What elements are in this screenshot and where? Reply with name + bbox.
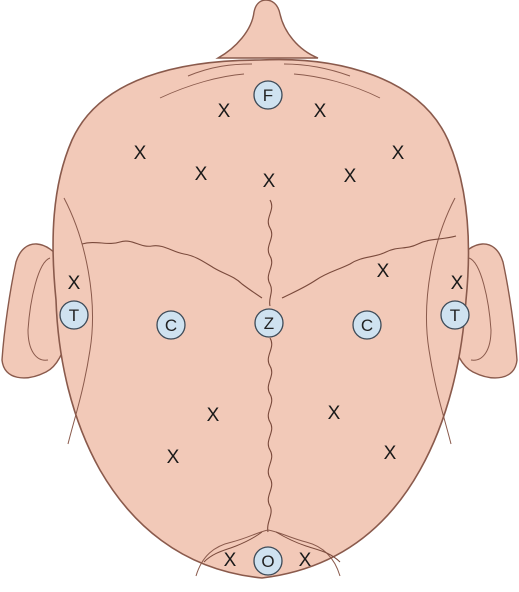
marker-x: X <box>384 443 397 464</box>
marker-x: X <box>167 447 180 468</box>
marker-x: X <box>195 164 208 185</box>
marker-x: X <box>392 143 405 164</box>
marker-x: X <box>328 403 341 424</box>
electrode-frontal: F <box>254 81 282 109</box>
electrode-occipital: O <box>254 547 282 575</box>
electrode-label: T <box>450 306 460 325</box>
marker-x: X <box>263 171 276 192</box>
electrode-temporal-right: T <box>441 301 469 329</box>
marker-x: X <box>344 166 357 187</box>
marker-x: X <box>218 101 231 122</box>
nose <box>218 0 318 58</box>
electrode-label: C <box>165 316 177 335</box>
electrode-label: F <box>263 86 273 105</box>
marker-x: X <box>299 550 312 571</box>
marker-x: X <box>377 261 390 282</box>
marker-x: X <box>314 101 327 122</box>
electrode-temporal-left: T <box>60 301 88 329</box>
marker-x: X <box>68 273 81 294</box>
electrode-label: C <box>361 316 373 335</box>
marker-x: X <box>207 405 220 426</box>
marker-x: X <box>224 550 237 571</box>
electrode-label: Z <box>264 314 274 333</box>
electrode-vertex: Z <box>255 309 283 337</box>
electrode-label: T <box>69 306 79 325</box>
electrode-central-right: C <box>353 311 381 339</box>
electrode-label: O <box>261 552 274 571</box>
electrode-central-left: C <box>157 311 185 339</box>
marker-x: X <box>134 143 147 164</box>
marker-x: X <box>451 273 464 294</box>
